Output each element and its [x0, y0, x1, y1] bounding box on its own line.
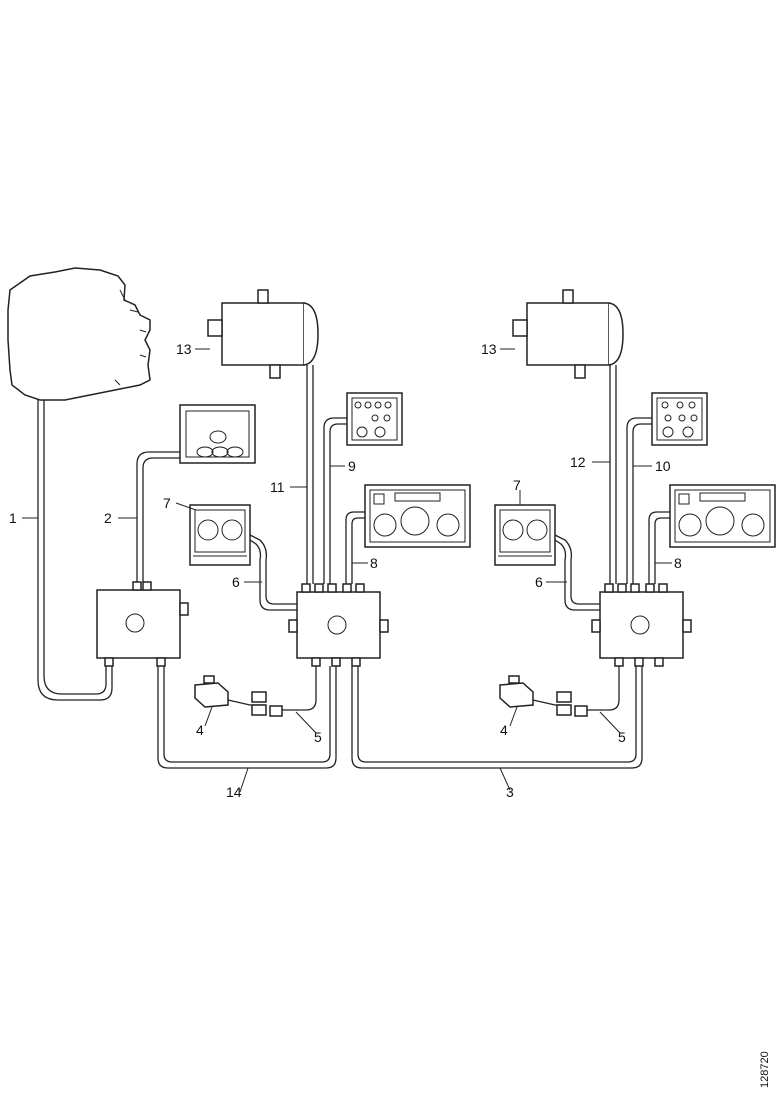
switch-panel-left	[346, 392, 403, 446]
callout-7-right: 7	[513, 477, 521, 493]
callout-6-left: 6	[232, 574, 240, 590]
control-panel-2	[179, 404, 256, 464]
junction-box-2	[288, 583, 389, 667]
callout-2: 2	[104, 510, 112, 526]
sensor-right	[499, 675, 588, 717]
leader-lines	[22, 348, 672, 793]
callout-8-right: 8	[674, 555, 682, 571]
junction-box-1	[96, 581, 189, 667]
gauge-panel-left	[189, 504, 251, 566]
callout-5-right: 5	[618, 729, 626, 745]
heater-unit-right	[512, 289, 624, 379]
engine-unit	[7, 267, 151, 401]
callout-3: 3	[506, 784, 514, 800]
callout-4-right: 4	[500, 722, 508, 738]
callout-11: 11	[270, 479, 285, 495]
callout-4-left: 4	[196, 722, 204, 738]
gauge-panel-right	[494, 504, 556, 566]
callout-13-left: 13	[176, 341, 192, 357]
callout-1: 1	[9, 510, 17, 526]
callout-8-left: 8	[370, 555, 378, 571]
instrument-panel-left	[364, 484, 471, 548]
callout-13-right: 13	[481, 341, 497, 357]
cables	[37, 365, 670, 769]
heater-unit-left	[207, 289, 319, 379]
junction-box-3	[591, 583, 692, 667]
callout-12: 12	[570, 454, 586, 470]
callout-7-left: 7	[163, 495, 171, 511]
callout-10: 10	[655, 458, 671, 474]
switch-panel-right	[651, 392, 708, 446]
callout-6-right: 6	[535, 574, 543, 590]
figure-id: 128720	[759, 1051, 771, 1088]
sensor-left	[194, 675, 283, 717]
callout-9: 9	[348, 458, 356, 474]
callout-14: 14	[226, 784, 242, 800]
callout-5-left: 5	[314, 729, 322, 745]
callout-labels: 1 2 14 3 4 4 5 5 6 6 7 7 8 8 9 10 11 12 …	[9, 341, 682, 800]
instrument-panel-right	[669, 484, 776, 548]
